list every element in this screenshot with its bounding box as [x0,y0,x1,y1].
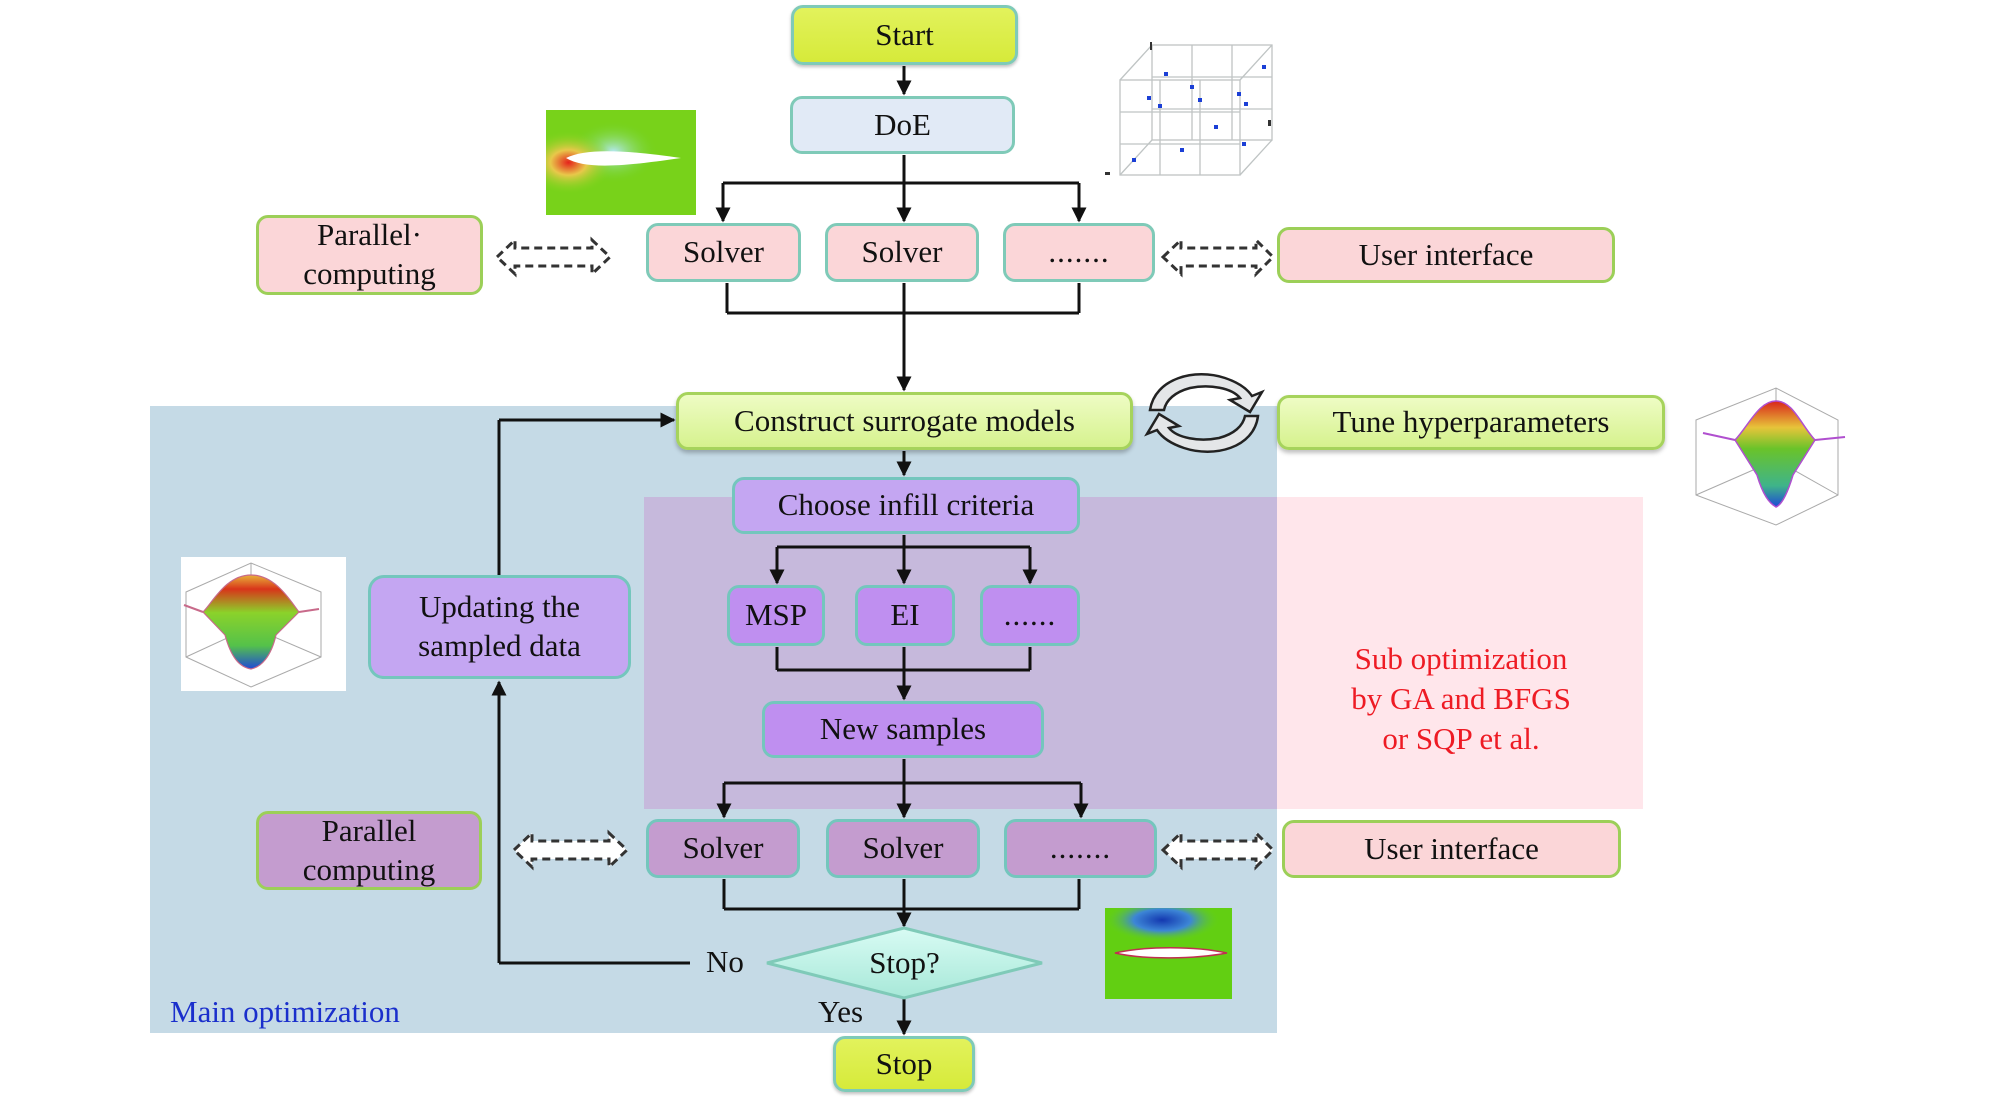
parallel-computing-bottom-node[interactable]: Parallel computing [256,811,482,890]
updating-sampled-data-node[interactable]: Updating the sampled data [368,575,631,679]
updating-sampled-data-label: Updating the sampled data [418,589,581,663]
infill-more-label: ...... [1003,597,1057,633]
user-interface-top-label: User interface [1358,236,1534,272]
infill-more-node[interactable]: ...... [980,585,1080,646]
stop-decision-node[interactable]: Stop? [767,928,1042,998]
start-label: Start [875,16,934,52]
bidirectional-arrow-bottom-left [511,829,630,871]
solver-bottom-2-label: Solver [862,830,944,866]
new-samples-label: New samples [819,711,987,747]
solver-bottom-1-node[interactable]: Solver [646,819,800,878]
doe-node[interactable]: DoE [790,96,1015,154]
cycle-arrows-icon [1144,373,1265,453]
choose-infill-label: Choose infill criteria [777,487,1035,523]
stop-node[interactable]: Stop [833,1036,975,1092]
msp-label: MSP [744,597,808,633]
ei-label: EI [890,597,920,633]
bidirectional-arrow-top-left [494,236,613,278]
tune-hyperparameters-node[interactable]: Tune hyperparameters [1277,395,1665,450]
doe-sample-cube-icon [1102,40,1276,182]
surrogate-surface-plot-icon [1693,385,1860,533]
msp-node[interactable]: MSP [727,585,825,646]
yes-label: Yes [818,994,864,1029]
user-interface-top-node[interactable]: User interface [1277,227,1615,283]
airfoil-pressure-contour-icon [546,110,696,215]
parallel-computing-top-label: Parallel· computing [303,217,436,291]
tune-hyperparameters-label: Tune hyperparameters [1332,404,1610,440]
solver-bottom-2-node[interactable]: Solver [826,819,980,878]
solver-top-more-node[interactable]: ....... [1003,223,1155,282]
no-label: No [706,944,744,979]
solver-top-2-label: Solver [861,234,943,270]
user-interface-bottom-label: User interface [1364,830,1539,866]
stop-decision-diamond [766,926,1043,1000]
construct-surrogate-node[interactable]: Construct surrogate models [676,392,1133,450]
user-interface-bottom-node[interactable]: User interface [1282,820,1621,878]
stop-label: Stop [875,1045,933,1081]
solver-bottom-1-label: Solver [682,830,764,866]
surrogate-surface-updated-icon [181,557,346,691]
choose-infill-node[interactable]: Choose infill criteria [732,477,1080,534]
main-optimization-label: Main optimization [170,994,400,1029]
start-node[interactable]: Start [791,5,1018,65]
solver-top-2-node[interactable]: Solver [825,223,979,282]
solver-bottom-more-label: ....... [1049,830,1112,866]
construct-surrogate-label: Construct surrogate models [734,402,1075,438]
stop-decision-label: Stop? [869,944,940,980]
airfoil-optimized-contour-icon [1105,908,1232,999]
parallel-computing-top-node[interactable]: Parallel· computing [256,215,483,295]
bidirectional-arrow-bottom-right [1160,829,1276,871]
bidirectional-arrow-top-right [1160,236,1276,278]
solver-top-more-label: ....... [1048,234,1110,270]
new-samples-node[interactable]: New samples [762,701,1044,758]
sub-optimization-label: Sub optimization by GA and BFGS or SQP e… [1351,641,1571,756]
solver-top-1-label: Solver [683,234,764,270]
ei-node[interactable]: EI [855,585,955,646]
solver-top-1-node[interactable]: Solver [646,223,801,282]
doe-label: DoE [874,106,931,142]
parallel-computing-bottom-label: Parallel computing [302,812,436,887]
solver-bottom-more-node[interactable]: ....... [1004,819,1157,878]
